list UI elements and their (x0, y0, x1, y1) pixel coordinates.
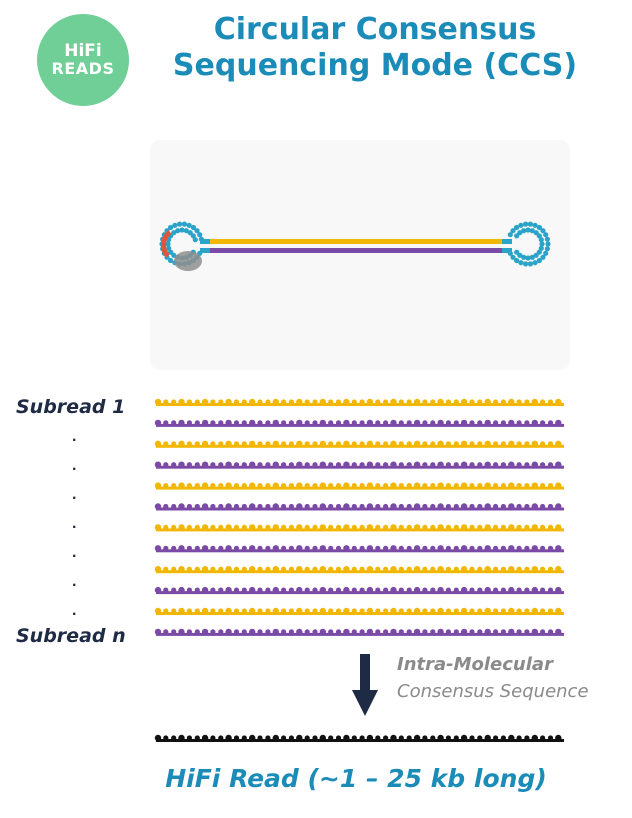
hifi-read-strand (154, 734, 564, 742)
strand-gold (154, 566, 564, 574)
ellipsis-dot: . (72, 486, 77, 503)
double-stranded-insert (200, 239, 512, 253)
consensus-label-line2: Consensus Sequence (397, 681, 589, 702)
badge-line1: HiFi (64, 40, 102, 61)
strand-gold (154, 440, 564, 448)
hifi-read-label: HiFi Read (~1 – 25 kb long) (165, 764, 547, 793)
strand-purple (154, 628, 564, 636)
ellipsis-dot: . (72, 515, 77, 532)
strand-purple (154, 419, 564, 427)
strand-purple (154, 461, 564, 469)
title-line1: Circular Consensus (213, 12, 537, 47)
strand-purple (154, 503, 564, 511)
subread-1-label: Subread 1 (16, 396, 126, 418)
smrtbell-diagram (159, 221, 551, 271)
title-line2: Sequencing Mode (CCS) (172, 48, 578, 83)
subread-strands (154, 398, 564, 636)
strand-gold (154, 398, 564, 406)
strand-gold (154, 524, 564, 532)
hifi-strand (154, 734, 564, 742)
ellipsis-dot: . (72, 573, 77, 590)
strand-purple (154, 586, 564, 595)
strand-gold (154, 482, 564, 490)
down-arrow-icon (352, 654, 378, 716)
page-title: Circular Consensus Sequencing Mode (CCS) (140, 12, 610, 84)
right-hairpin-inner (514, 227, 545, 261)
ellipsis-dot: . (72, 602, 77, 619)
badge-line2: READS (51, 58, 115, 78)
subread-n-label: Subread n (16, 625, 126, 647)
adapter-segment (161, 229, 172, 258)
ellipsis-dot: . (72, 544, 77, 561)
strand-purple (154, 545, 564, 553)
ellipsis-dot: . (72, 428, 77, 445)
hifi-reads-badge: HiFi READS (37, 14, 129, 106)
smrtbell-panel (150, 140, 570, 370)
polymerase-icon (174, 251, 202, 271)
ellipsis-dot: . (72, 457, 77, 474)
strand-gold (154, 607, 564, 615)
right-hairpin-loop (507, 221, 551, 267)
consensus-label-line1: Intra-Molecular (397, 654, 553, 675)
